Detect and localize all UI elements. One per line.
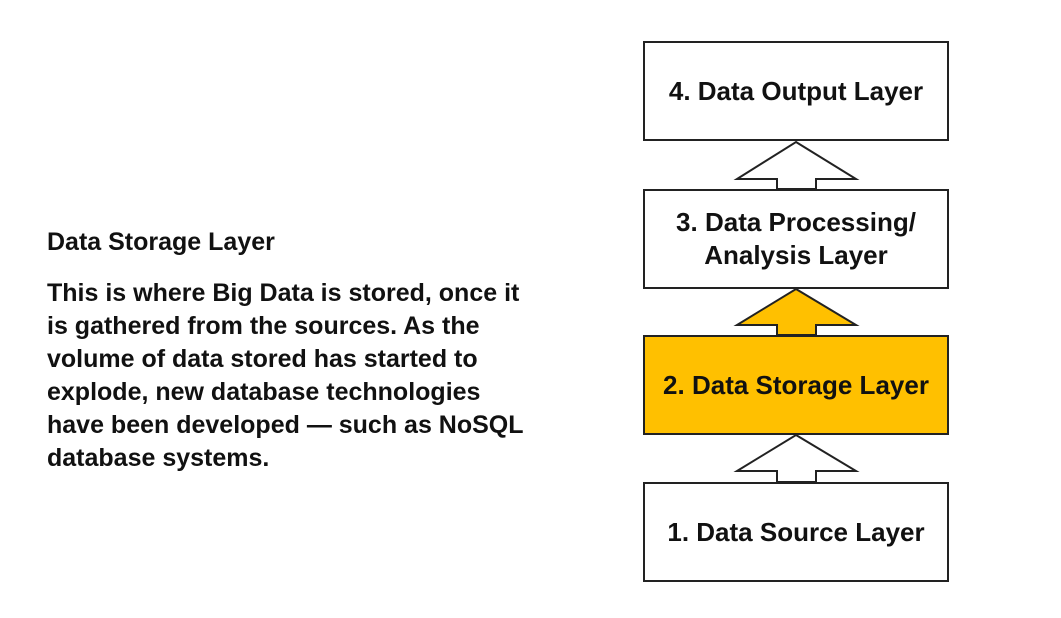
- description-title: Data Storage Layer: [47, 228, 275, 256]
- arrow-up-source-to-storage: [733, 433, 860, 483]
- layer-label-data-source: 1. Data Source Layer: [667, 516, 925, 547]
- arrow-up-processing-to-output: [733, 140, 860, 190]
- arrow-up-storage-to-processing: [733, 287, 860, 336]
- description-body: This is where Big Data is stored, once i…: [47, 279, 524, 472]
- layer-box-data-processing: 3. Data Processing/ Analysis Layer: [643, 189, 949, 289]
- layer-label-data-processing: 3. Data Processing/ Analysis Layer: [676, 207, 916, 270]
- layer-label-data-output: 4. Data Output Layer: [668, 75, 924, 106]
- layer-label-data-storage: 2. Data Storage Layer: [663, 369, 929, 400]
- layer-box-data-source: 1. Data Source Layer: [643, 482, 949, 582]
- layer-box-data-output: 4. Data Output Layer: [643, 41, 949, 141]
- layer-box-data-storage: 2. Data Storage Layer: [643, 335, 949, 435]
